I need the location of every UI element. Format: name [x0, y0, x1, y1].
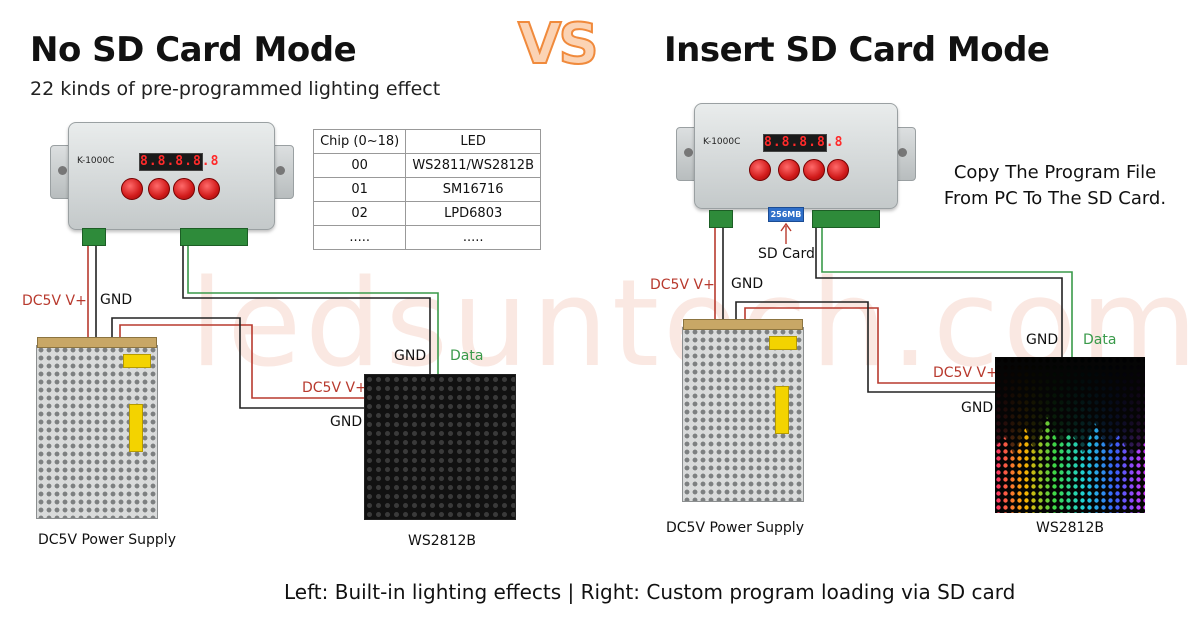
left-gnd-black-wire-top — [182, 242, 431, 376]
bottom-caption: Left: Built-in lighting effects | Right:… — [284, 580, 1016, 604]
right-controller-button-2 — [778, 159, 800, 181]
vs-label: VS — [517, 11, 600, 78]
left-controller-button-4 — [198, 178, 220, 200]
left-gnd-psu-label: GND — [100, 292, 133, 308]
right-controller-button-1 — [749, 159, 771, 181]
right-gnd-psu-label: GND — [731, 276, 764, 292]
right-psu-warning-sticker — [769, 336, 797, 350]
left-controller-button-3 — [173, 178, 195, 200]
led-type: ..... — [405, 225, 541, 250]
right-title: Insert SD Card Mode — [664, 30, 1050, 70]
left-subtitle: 22 kinds of pre-programmed lighting effe… — [30, 78, 441, 100]
left-controller-output-terminal — [180, 228, 248, 246]
left-controller-power-terminal — [82, 228, 106, 246]
left-data-label: Data — [450, 348, 484, 364]
led-type: SM16716 — [405, 177, 541, 202]
led-type: LPD6803 — [405, 201, 541, 226]
right-gnd-black-wire-top — [815, 226, 1063, 357]
table-row: 01 SM16716 — [312, 177, 541, 202]
table-row: 02 LPD6803 — [312, 201, 541, 226]
right-controller-display: 8.8.8.8.8 — [763, 134, 844, 152]
left-power-supply — [36, 337, 158, 519]
chip-table-header: Chip (0~18) LED — [312, 129, 541, 154]
left-gnd-black-wire-bottom — [111, 317, 368, 409]
chip-code: ..... — [312, 225, 407, 250]
copy-instruction: Copy The Program File From PC To The SD … — [920, 160, 1190, 212]
sd-card-label: SD Card — [758, 246, 815, 262]
right-dc5v-red-wire — [744, 307, 998, 384]
right-gnd-black-wire-bottom — [735, 301, 998, 393]
right-panel-caption: WS2812B — [1036, 520, 1104, 536]
left-dc5v-strip-label: DC5V V+ — [302, 380, 367, 396]
right-data-label: Data — [1083, 332, 1117, 348]
right-data-green-wire — [821, 226, 1073, 357]
right-psu-caption: DC5V Power Supply — [666, 520, 804, 536]
sd-card: 256MB — [768, 207, 804, 222]
chip-code: 02 — [312, 201, 407, 226]
right-dc5v-strip-label: DC5V V+ — [933, 365, 998, 381]
right-gnd-strip-bottom-label: GND — [961, 400, 994, 416]
copy-instruction-line-1: Copy The Program File — [953, 162, 1157, 183]
right-controller-model: K-1000C — [703, 137, 741, 147]
right-power-supply — [682, 319, 804, 502]
table-row: ..... ..... — [312, 225, 541, 250]
left-controller: K-1000C 8.8.8.8.8 — [68, 122, 275, 230]
left-gnd-strip-top-label: GND — [394, 348, 427, 364]
right-controller-output-terminal — [812, 210, 880, 228]
right-controller: K-1000C 8.8.8.8.8 — [694, 103, 898, 209]
left-psu-caption: DC5V Power Supply — [38, 532, 176, 548]
led-type: WS2811/WS2812B — [405, 153, 541, 178]
chip-table: Chip (0~18) LED 00 WS2811/WS2812B 01 SM1… — [312, 129, 541, 250]
left-psu-warning-sticker — [123, 354, 151, 368]
left-dc5v-red-wire — [119, 324, 368, 399]
chip-table-header-led: LED — [405, 129, 541, 154]
chip-code: 01 — [312, 177, 407, 202]
right-controller-button-4 — [827, 159, 849, 181]
left-title: No SD Card Mode — [30, 30, 357, 70]
chip-table-header-chip: Chip (0~18) — [312, 129, 407, 154]
left-data-green-wire — [187, 242, 439, 376]
left-controller-button-2 — [148, 178, 170, 200]
left-controller-button-1 — [121, 178, 143, 200]
right-led-panel — [995, 357, 1145, 513]
left-led-panel — [364, 374, 516, 520]
left-gnd-strip-bottom-label: GND — [330, 414, 363, 430]
copy-instruction-line-2: From PC To The SD Card. — [943, 188, 1167, 209]
left-panel-caption: WS2812B — [408, 533, 476, 549]
left-psu-label-sticker — [129, 404, 143, 452]
left-controller-display: 8.8.8.8.8 — [139, 153, 220, 171]
right-controller-button-3 — [803, 159, 825, 181]
right-gnd-strip-top-label: GND — [1026, 332, 1059, 348]
chip-code: 00 — [312, 153, 407, 178]
table-row: 00 WS2811/WS2812B — [312, 153, 541, 178]
right-psu-label-sticker — [775, 386, 789, 434]
left-dc5v-psu-label: DC5V V+ — [22, 293, 87, 309]
right-dc5v-psu-label: DC5V V+ — [650, 277, 715, 293]
right-controller-power-terminal — [709, 210, 733, 228]
left-controller-model: K-1000C — [77, 156, 115, 166]
